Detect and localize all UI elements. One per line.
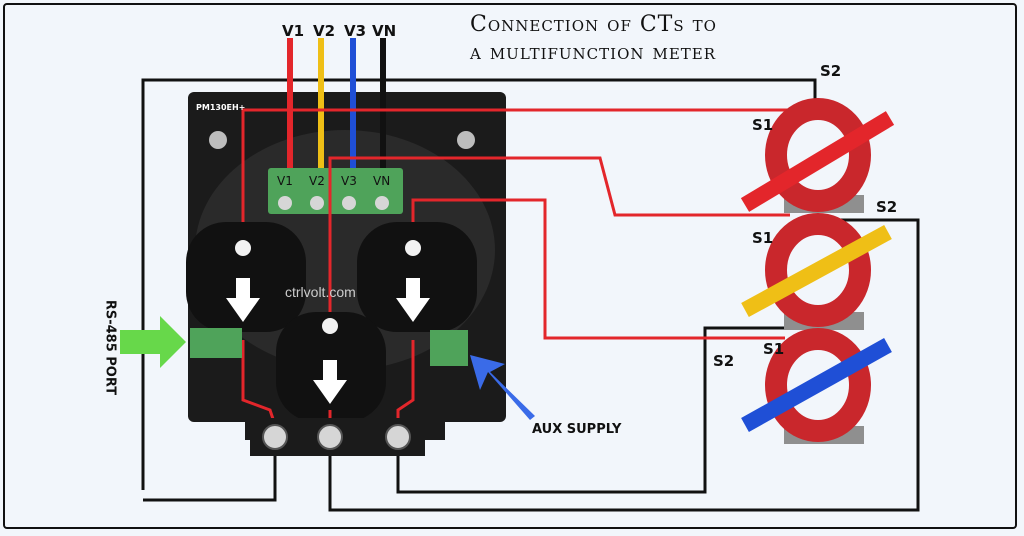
rs485-arrow-icon bbox=[120, 316, 186, 368]
external-ct-3 bbox=[741, 328, 892, 444]
wire-ct3-s1 bbox=[411, 198, 785, 340]
terminal-label-v1: V1 bbox=[277, 174, 293, 188]
diagram-title-line2: a multifunction meter bbox=[470, 40, 717, 65]
ct3-s1-label: S1 bbox=[763, 340, 785, 358]
label-v1: V1 bbox=[282, 22, 305, 40]
mounting-screw-left bbox=[209, 131, 227, 149]
label-v2: V2 bbox=[313, 22, 336, 40]
watermark: ctrlvolt.com bbox=[285, 284, 356, 300]
ct1-s2-label: S2 bbox=[820, 62, 842, 80]
down-arrow-icon bbox=[313, 360, 347, 404]
meter-model-label: PM130EH+ bbox=[196, 103, 246, 112]
aux-arrow-icon bbox=[470, 355, 535, 420]
rs485-port-label: RS-485 PORT bbox=[102, 299, 118, 396]
ct1-s1-label: S1 bbox=[752, 116, 774, 134]
label-v3: V3 bbox=[344, 22, 367, 40]
aux-connector bbox=[430, 330, 468, 366]
aux-supply-label: AUX SUPPLY bbox=[532, 422, 622, 437]
external-ct-2 bbox=[741, 213, 892, 330]
meter-ct-right bbox=[357, 222, 477, 332]
terminal-label-v3: V3 bbox=[341, 174, 357, 188]
wire-ct1-s1 bbox=[241, 108, 812, 245]
current-arrows bbox=[226, 278, 430, 404]
wire-s2-ct1 bbox=[141, 78, 817, 490]
terminal-label-vn: VN bbox=[373, 174, 391, 188]
terminal-label-v2: V2 bbox=[309, 174, 325, 188]
down-arrow-icon bbox=[226, 278, 260, 322]
meter-ct-left bbox=[186, 222, 306, 332]
ct3-s2-label: S2 bbox=[713, 352, 735, 370]
mounting-screw-right bbox=[457, 131, 475, 149]
diagram-title-line1: Connection of CTs to bbox=[470, 12, 717, 37]
voltage-terminal-block bbox=[268, 168, 403, 214]
wire-return-l1 bbox=[143, 440, 277, 502]
wire-s2-ct2 bbox=[328, 218, 920, 512]
wire-ct2-s1 bbox=[328, 156, 790, 320]
current-terminals bbox=[250, 418, 425, 456]
ct2-s2-label: S2 bbox=[876, 198, 898, 216]
diagram-frame bbox=[3, 3, 1017, 529]
label-vn: VN bbox=[372, 22, 397, 40]
down-arrow-icon bbox=[396, 278, 430, 322]
ct2-s1-label: S1 bbox=[752, 229, 774, 247]
rs485-connector bbox=[190, 328, 242, 358]
external-ct-1 bbox=[740, 98, 895, 213]
